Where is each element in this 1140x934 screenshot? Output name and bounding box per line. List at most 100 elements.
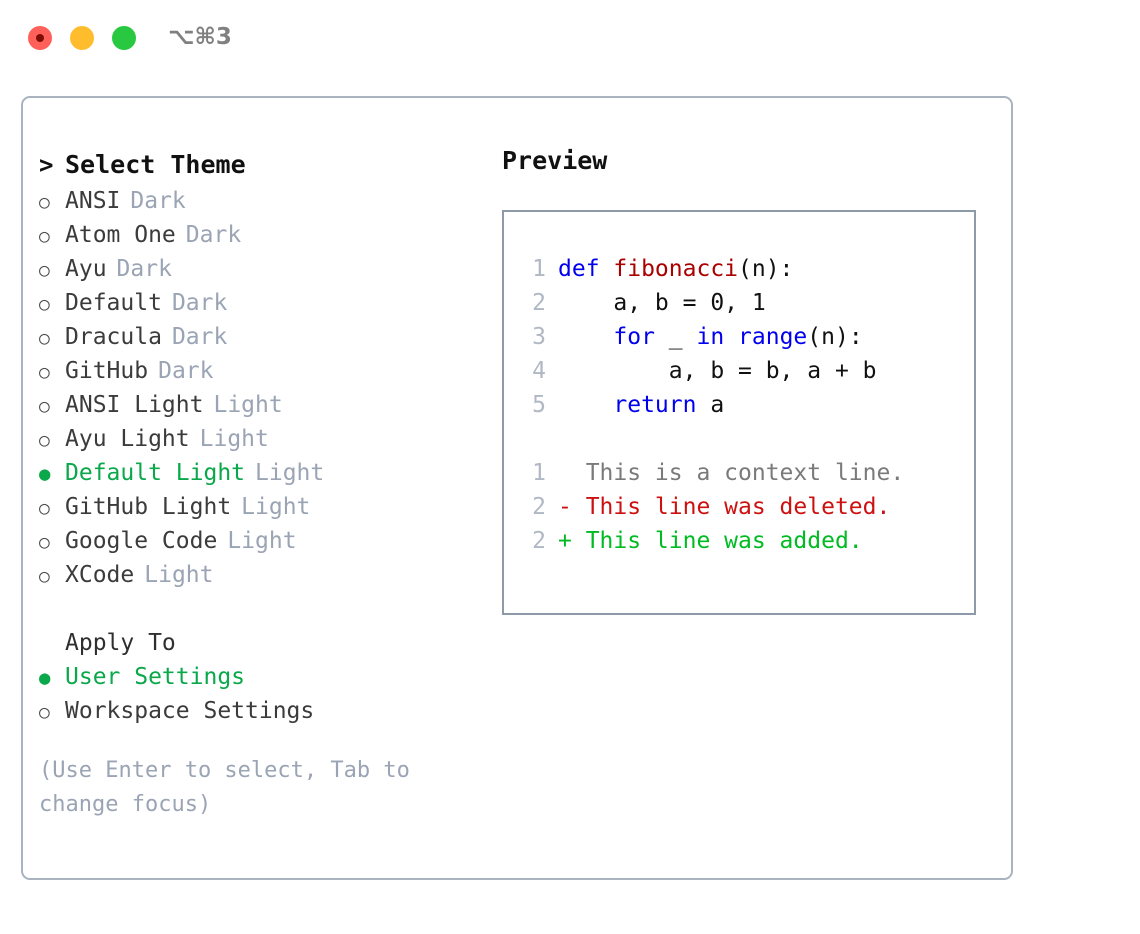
maximize-button[interactable] — [112, 26, 136, 50]
theme-list-item[interactable]: ○ ANSI Light Light — [39, 388, 489, 422]
diff-text: - This line was deleted. — [558, 494, 891, 520]
code-token: in — [696, 324, 725, 350]
radio-unselected-icon[interactable]: ○ — [39, 498, 50, 519]
theme-name: Atom One — [65, 222, 176, 248]
line-number: 2 — [532, 528, 546, 554]
theme-name: Dracula — [65, 324, 162, 350]
radio-unselected-icon[interactable]: ○ — [39, 532, 50, 553]
line-number: 5 — [532, 392, 546, 418]
diff-line: 1 This is a context line. — [520, 456, 904, 490]
radio-selected-icon[interactable]: ● — [39, 667, 51, 689]
code-token — [558, 324, 613, 350]
line-number: 1 — [532, 256, 546, 282]
theme-name: GitHub Light — [65, 494, 232, 520]
code-token: (n): — [807, 324, 863, 350]
radio-unselected-icon[interactable]: ○ — [39, 702, 50, 723]
theme-list-item[interactable]: ○ Default Dark — [39, 286, 489, 320]
title-bar: ⌥⌘3 — [0, 0, 1140, 78]
line-number: 1 — [532, 460, 546, 486]
apply-to-options: ● User Settings ○Workspace Settings — [39, 660, 489, 728]
minimize-button[interactable] — [70, 26, 94, 50]
radio-unselected-icon[interactable]: ○ — [39, 226, 50, 247]
line-number: 4 — [532, 358, 546, 384]
theme-kind-badge: Dark — [171, 324, 228, 350]
theme-name: ANSI — [65, 188, 121, 214]
select-theme-heading: > Select Theme — [39, 146, 489, 184]
keyboard-shortcut-label: ⌥⌘3 — [168, 24, 232, 50]
theme-list-item[interactable]: ○ XCode Light — [39, 558, 489, 592]
theme-kind-badge: Dark — [158, 358, 214, 384]
code-token: def — [558, 256, 614, 282]
close-button[interactable] — [28, 26, 52, 50]
code-token: a, b = b, a + b — [558, 358, 877, 384]
preview-heading: Preview — [502, 146, 608, 175]
theme-list-item[interactable]: ○ Ayu Light Light — [39, 422, 489, 456]
code-token: a — [696, 392, 725, 418]
apply-to-heading: Apply To — [65, 630, 176, 656]
theme-list-item[interactable]: ○ GitHub Dark — [39, 354, 489, 388]
code-line: 4 a, b = b, a + b — [520, 354, 904, 388]
theme-name: GitHub — [65, 358, 149, 384]
diff-line: 2 - This line was deleted. — [520, 490, 904, 524]
code-token: a, b = 0, 1 — [558, 290, 766, 316]
code-token — [724, 324, 738, 350]
list-spacer — [39, 592, 489, 626]
code-line: 5 return a — [520, 388, 904, 422]
theme-kind-badge: Light — [213, 392, 283, 418]
theme-kind-badge: Light — [255, 460, 325, 486]
code-token — [558, 392, 613, 418]
theme-name: Default — [65, 290, 162, 316]
theme-list-item[interactable]: ○ GitHub Light Light — [39, 490, 489, 524]
theme-name: Default Light — [65, 460, 246, 486]
theme-name: XCode — [65, 562, 135, 588]
code-token: range — [738, 324, 808, 350]
theme-kind-badge: Dark — [171, 290, 228, 316]
radio-unselected-icon[interactable]: ○ — [39, 362, 50, 383]
theme-kind-badge: Light — [241, 494, 311, 520]
prompt-caret-icon: > — [39, 151, 54, 179]
page-title: Select Theme — [65, 150, 246, 179]
theme-kind-badge: Light — [144, 562, 214, 588]
theme-list-item[interactable]: ○ Dracula Dark — [39, 320, 489, 354]
theme-name: Ayu Light — [65, 426, 190, 452]
radio-unselected-icon[interactable]: ○ — [39, 328, 50, 349]
radio-unselected-icon[interactable]: ○ — [39, 192, 50, 213]
theme-list-item[interactable]: ○ Atom One Dark — [39, 218, 489, 252]
radio-unselected-icon[interactable]: ○ — [39, 260, 50, 281]
code-token: _ — [654, 324, 697, 350]
code-line: 3 for _ in range(n): — [520, 320, 904, 354]
theme-kind-badge: Light — [227, 528, 297, 554]
theme-list-item[interactable]: ○ ANSI Dark — [39, 184, 489, 218]
radio-unselected-icon[interactable]: ○ — [39, 430, 50, 451]
apply-to-option[interactable]: ○Workspace Settings — [39, 694, 489, 728]
apply-to-label: User Settings — [65, 664, 246, 690]
code-token: (n): — [738, 256, 794, 282]
line-number: 2 — [532, 290, 546, 316]
radio-unselected-icon[interactable]: ○ — [39, 396, 50, 417]
line-number: 2 — [532, 494, 546, 520]
diff-line: 2 + This line was added. — [520, 524, 904, 558]
theme-list-item[interactable]: ● Default Light Light — [39, 456, 489, 490]
apply-to-option[interactable]: ● User Settings — [39, 660, 489, 694]
radio-unselected-icon[interactable]: ○ — [39, 566, 50, 587]
diff-text: + This line was added. — [558, 528, 863, 554]
code-token: for — [613, 324, 655, 350]
radio-unselected-icon[interactable]: ○ — [39, 294, 50, 315]
theme-kind-badge: Dark — [116, 256, 172, 282]
code-token: return — [613, 392, 697, 418]
theme-kind-badge: Light — [199, 426, 269, 452]
theme-kind-badge: Dark — [130, 188, 186, 214]
keyboard-hint-text: (Use Enter to select, Tab to change focu… — [39, 758, 410, 817]
code-line: 2 a, b = 0, 1 — [520, 286, 904, 320]
radio-selected-icon[interactable]: ● — [39, 463, 51, 485]
theme-name: ANSI Light — [65, 392, 204, 418]
theme-kind-badge: Dark — [185, 222, 242, 248]
